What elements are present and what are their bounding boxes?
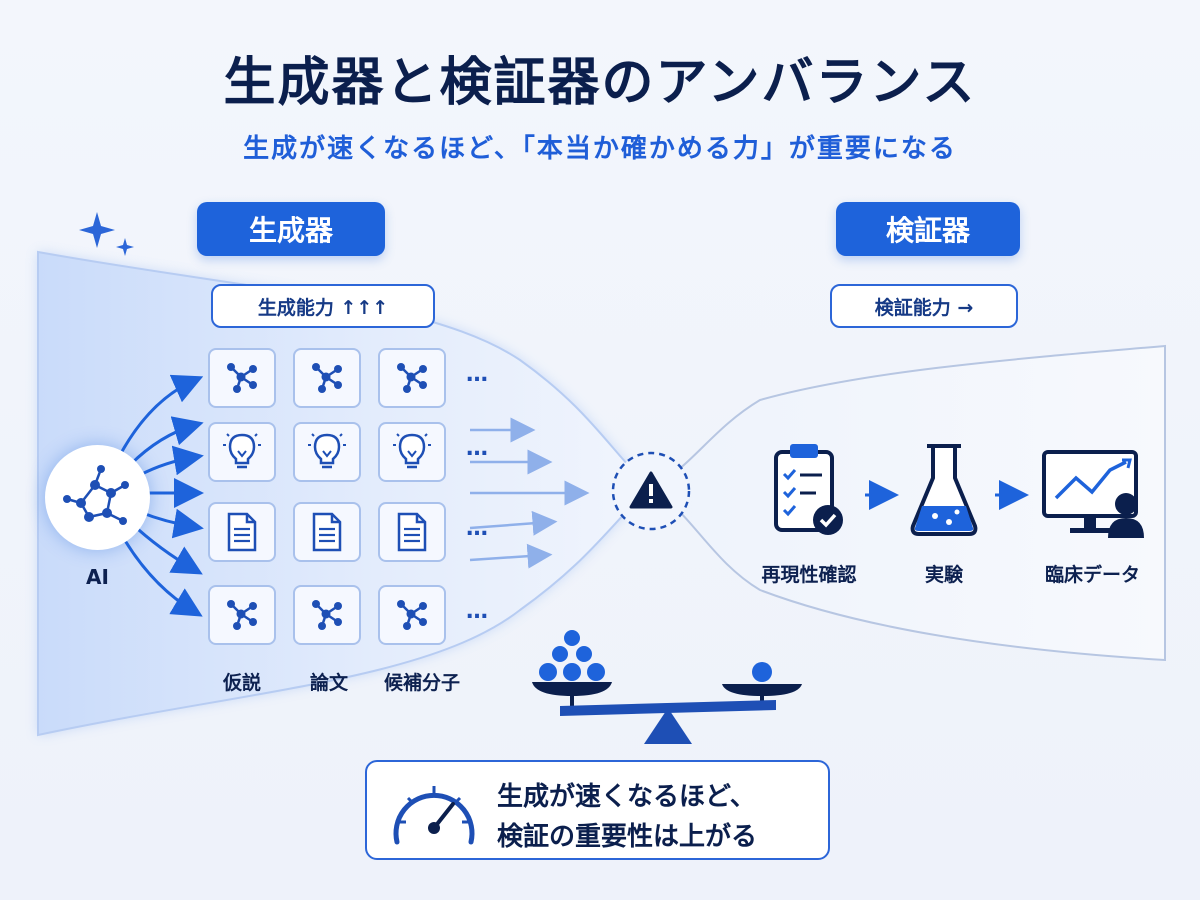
lightbulb-icon xyxy=(393,433,431,469)
step-label-experiment: 実験 xyxy=(924,564,963,586)
page-title: 生成器と検証器のアンバランス xyxy=(223,53,977,113)
document-icon xyxy=(397,512,427,552)
speedometer-icon xyxy=(393,786,475,845)
conclusion-callout: 生成が速くなるほど、 検証の重要性は上がる xyxy=(365,760,830,860)
verifier-funnel xyxy=(647,344,1166,662)
sparkle-icon xyxy=(79,212,134,256)
verifier-label: 検証器 xyxy=(836,202,1020,256)
ellipsis: … xyxy=(466,516,490,541)
output-tile-paper xyxy=(293,348,361,408)
ellipsis: … xyxy=(466,436,490,461)
lightbulb-icon xyxy=(308,433,346,469)
molecule-icon xyxy=(397,600,427,630)
column-label-molecule: 候補分子 xyxy=(383,672,460,694)
balance-scale-icon xyxy=(532,630,802,744)
output-tile-molecule xyxy=(378,422,446,482)
output-tile-hypothesis xyxy=(208,422,276,482)
column-label-paper: 論文 xyxy=(309,672,348,694)
verifier-capability: 検証能力 → xyxy=(830,284,1018,328)
document-icon xyxy=(312,512,342,552)
molecule-icon xyxy=(397,363,427,393)
output-tile-paper xyxy=(293,585,361,645)
network-icon xyxy=(63,465,129,525)
lightbulb-icon xyxy=(223,433,261,469)
page-subtitle: 生成が速くなるほど、「本当か確かめる力」が重要になる xyxy=(243,134,957,164)
step-label-reproducibility: 再現性確認 xyxy=(761,564,857,586)
step-label-clinical-data: 臨床データ xyxy=(1044,564,1140,586)
flask-icon xyxy=(910,444,978,536)
flow-arrows xyxy=(469,417,590,569)
molecule-icon xyxy=(227,363,257,393)
output-tile-molecule xyxy=(378,585,446,645)
monitor-chart-icon xyxy=(1042,450,1144,538)
molecule-icon xyxy=(227,600,257,630)
ai-label: AI xyxy=(86,565,109,589)
output-tile-hypothesis xyxy=(208,502,276,562)
output-tile-paper xyxy=(293,502,361,562)
clipboard-check-icon xyxy=(774,444,843,535)
output-tile-molecule xyxy=(378,502,446,562)
callout-line-1: 生成が速くなるほど、 xyxy=(497,782,756,812)
output-tile-hypothesis xyxy=(208,348,276,408)
document-icon xyxy=(227,512,257,552)
ellipsis: … xyxy=(466,599,490,624)
generator-capability: 生成能力 ↑↑↑ xyxy=(211,284,435,328)
output-tile-hypothesis xyxy=(208,585,276,645)
ellipsis: … xyxy=(466,362,490,387)
generator-label: 生成器 xyxy=(197,202,385,256)
warning-icon xyxy=(629,471,673,509)
ai-node xyxy=(45,445,150,550)
molecule-icon xyxy=(312,363,342,393)
output-tile-paper xyxy=(293,422,361,482)
callout-line-2: 検証の重要性は上がる xyxy=(497,822,758,852)
molecule-icon xyxy=(312,600,342,630)
column-label-hypothesis: 仮説 xyxy=(222,672,261,694)
output-tile-molecule xyxy=(378,348,446,408)
